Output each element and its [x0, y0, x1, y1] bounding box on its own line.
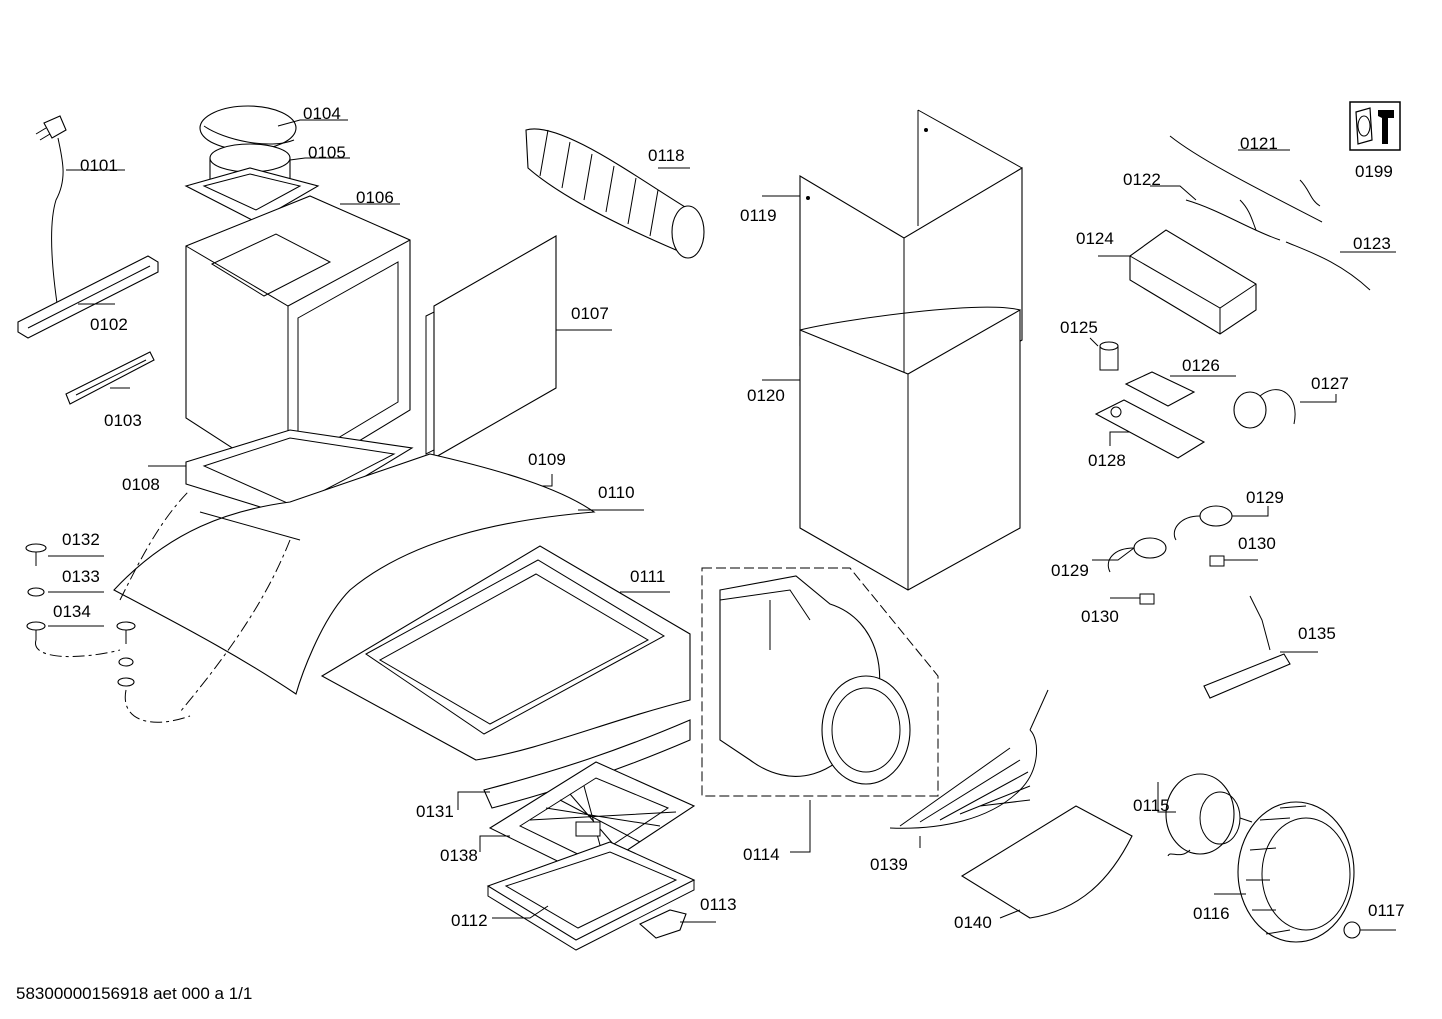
circuit-board-parts: [1094, 371, 1206, 459]
label-0140: 0140: [954, 913, 992, 932]
side-panel-part: [425, 235, 557, 459]
label-0114: 0114: [743, 845, 780, 864]
inner-canopy-part: [320, 545, 691, 761]
label-0134: 0134: [53, 602, 91, 621]
label-0139: 0139: [870, 855, 908, 874]
lamp-parts: [1107, 505, 1233, 573]
blower-housing-part: [719, 575, 911, 785]
label-0138: 0138: [440, 846, 478, 865]
housing-box-part: [185, 195, 411, 485]
label-0126: 0126: [1182, 356, 1220, 375]
filter-strip-part: [483, 719, 691, 809]
wall-bracket-part: [17, 255, 159, 339]
filter-tray-part: [486, 841, 696, 951]
label-0129-upper: 0129: [1246, 488, 1284, 507]
service-tool-icon: [1349, 101, 1401, 151]
label-0133: 0133: [62, 567, 100, 586]
label-0120: 0120: [747, 386, 785, 405]
label-0106: 0106: [356, 188, 394, 207]
curved-canopy-part: [113, 453, 596, 695]
label-0127: 0127: [1311, 374, 1349, 393]
bulb-parts: [1139, 555, 1225, 605]
control-box-part: [1129, 229, 1257, 335]
motor-part: [1165, 773, 1253, 857]
label-0108: 0108: [122, 475, 160, 494]
label-0117: 0117: [1368, 901, 1405, 920]
label-0110: 0110: [598, 483, 635, 502]
label-0130-upper: 0130: [1238, 534, 1276, 553]
switch-module-part: [1203, 595, 1291, 699]
capacitor-part: [1099, 341, 1119, 371]
label-0116: 0116: [1193, 904, 1230, 923]
mounting-strip-part: [65, 351, 155, 405]
label-0118: 0118: [648, 146, 685, 165]
screw-parts: [25, 543, 136, 687]
label-0124: 0124: [1076, 229, 1114, 248]
label-0132: 0132: [62, 530, 100, 549]
heater-coil-part: [889, 689, 1049, 829]
label-0123: 0123: [1353, 234, 1391, 253]
label-0122: 0122: [1123, 170, 1161, 189]
label-0105: 0105: [308, 143, 346, 162]
label-0113: 0113: [700, 895, 737, 914]
power-cord-part: [35, 115, 67, 311]
label-0107: 0107: [571, 304, 609, 323]
label-0119: 0119: [740, 206, 777, 225]
hub-cap-part: [1343, 921, 1361, 939]
label-0130-lower: 0130: [1081, 607, 1119, 626]
cable-harness-parts: [1169, 135, 1371, 291]
label-0103: 0103: [104, 411, 142, 430]
label-0111: 0111: [630, 567, 665, 586]
label-0199: 0199: [1355, 162, 1393, 181]
label-0125: 0125: [1060, 318, 1098, 337]
label-0104: 0104: [303, 104, 341, 123]
label-0131: 0131: [416, 802, 454, 821]
label-0109: 0109: [528, 450, 566, 469]
label-0135: 0135: [1298, 624, 1336, 643]
grill-cover-part: [960, 805, 1133, 919]
label-0121: 0121: [1240, 134, 1278, 153]
drawing-code-footer: 58300000156918 aet 000 a 1/1: [16, 984, 252, 1003]
grease-filter-part: [488, 761, 696, 877]
label-0128: 0128: [1088, 451, 1126, 470]
blower-wheel-part: [1237, 801, 1355, 943]
blower-group-outline: [701, 567, 939, 797]
flexible-hose-part: [525, 128, 705, 259]
lower-chimney-part: [799, 306, 1021, 591]
small-motor-part: [1233, 389, 1296, 429]
label-0101: 0101: [80, 156, 118, 175]
duct-connector-part: [184, 105, 320, 223]
label-0129-lower: 0129: [1051, 561, 1089, 580]
label-0115: 0115: [1133, 796, 1170, 815]
label-0102: 0102: [90, 315, 128, 334]
label-0112: 0112: [451, 911, 488, 930]
